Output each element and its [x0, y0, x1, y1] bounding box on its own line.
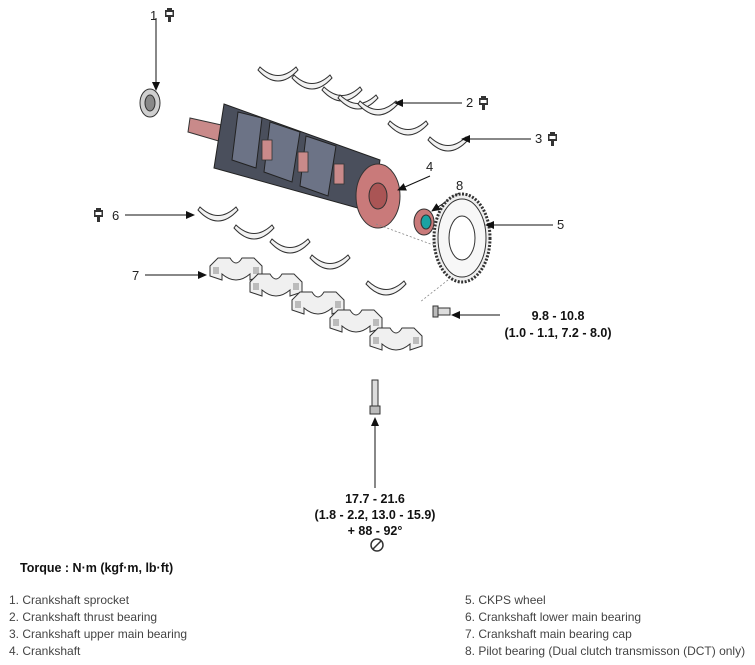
callout-6: 6	[112, 208, 119, 223]
replace-part-icon	[548, 132, 557, 146]
callout-8: 8	[456, 178, 463, 193]
legend-item: 5. CKPS wheel	[465, 593, 546, 607]
assembly-line	[375, 223, 437, 247]
legend-item: 6. Crankshaft lower main bearing	[465, 610, 642, 624]
replace-part-icon	[479, 96, 488, 110]
leader-4	[397, 175, 431, 191]
callout-7: 7	[132, 268, 139, 283]
flywheel-bolt-torque-1: 9.8 - 10.8	[532, 309, 585, 323]
legend-right: 5. CKPS wheel 6. Crankshaft lower main b…	[465, 592, 745, 660]
callout-5: 5	[557, 217, 564, 232]
ckps-wheel	[432, 192, 492, 284]
legend-left: 1. Crankshaft sprocket 2. Crankshaft thr…	[9, 592, 187, 660]
exploded-diagram: 1 2 3 4 8 5	[94, 8, 612, 552]
legend-item: 2. Crankshaft thrust bearing	[9, 610, 158, 624]
legend-item: 1. Crankshaft sprocket	[9, 593, 130, 607]
main-bearing-caps	[209, 257, 423, 351]
reuse-prohibited-icon	[370, 538, 384, 552]
main-cap-bolt-torque-3: + 88 - 92°	[348, 524, 403, 538]
pilot-bearing	[413, 208, 435, 236]
callout-4: 4	[426, 159, 433, 174]
legend-item: 7. Crankshaft main bearing cap	[465, 627, 632, 641]
main-cap-bolt-torque-2: (1.8 - 2.2, 13.0 - 15.9)	[315, 508, 436, 522]
replace-part-icon	[165, 8, 174, 22]
callout-3: 3	[535, 131, 542, 146]
callout-1: 1	[150, 8, 157, 23]
main-cap-bolt	[369, 379, 381, 415]
legend-item: 8. Pilot bearing (Dual clutch transmisso…	[465, 644, 746, 658]
legend-item: 3. Crankshaft upper main bearing	[9, 627, 188, 641]
legend-item: 4. Crankshaft	[9, 644, 81, 658]
replace-part-icon	[94, 208, 103, 222]
assembly-line	[419, 279, 449, 303]
main-cap-bolt-torque-1: 17.7 - 21.6	[345, 492, 405, 506]
crankshaft	[187, 103, 401, 229]
ckps-wheel-bolt	[432, 305, 451, 318]
crankshaft-sprocket	[139, 88, 161, 118]
callout-2: 2	[466, 95, 473, 110]
flywheel-bolt-torque-2: (1.0 - 1.1, 7.2 - 8.0)	[505, 326, 612, 340]
torque-units-title: Torque : N·m (kgf·m, lb·ft)	[20, 561, 174, 575]
